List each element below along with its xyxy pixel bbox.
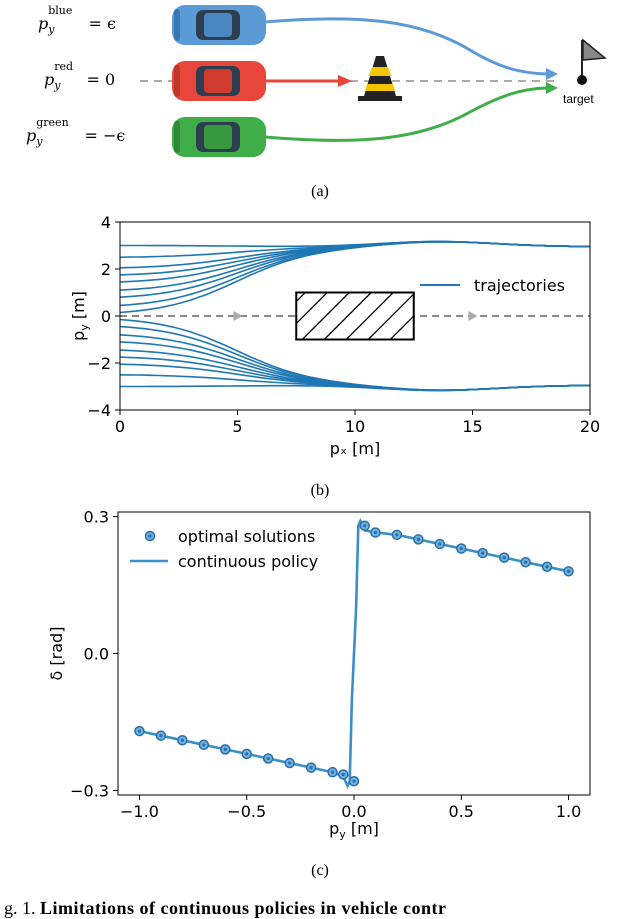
trajectory-line (120, 384, 591, 392)
blue-trajectory (264, 17, 547, 76)
hatch-line (345, 292, 394, 340)
optimal-solution-point-center (341, 772, 345, 777)
x-tick-label: 0.5 (449, 802, 474, 821)
y-tick-label: −0.3 (70, 781, 109, 800)
hatch-line (323, 292, 372, 340)
optimal-solution-point-center (245, 752, 249, 756)
optimal-solution-point-center (459, 546, 463, 551)
optimal-solution-point-center (545, 565, 549, 569)
legend-label: continuous policy (178, 552, 318, 571)
caption-b: (b) (310, 482, 330, 499)
optimal-solution-point-center (566, 569, 571, 573)
x-axis-label: pₓ [m] (330, 439, 380, 458)
caption-c: (c) (311, 862, 329, 879)
trajectory-line (120, 240, 591, 248)
optimal-solution-point-center (352, 779, 356, 783)
continuous-policy-line (139, 518, 569, 789)
optimal-solution-point-center (395, 533, 399, 537)
obstacle-hatch (296, 292, 414, 340)
hatch-line (301, 292, 350, 340)
optimal-solution-point-center (524, 560, 528, 564)
x-tick-label: 5 (232, 417, 242, 436)
target-label: target (563, 92, 594, 106)
x-tick-label: 10 (345, 417, 365, 436)
optimal-solution-point-center (502, 556, 506, 560)
y-tick-label: 2 (101, 260, 111, 279)
x-tick-label: −1.0 (120, 802, 159, 821)
y-tick-label: 4 (101, 213, 111, 232)
y-tick-label: −2 (87, 354, 111, 373)
optimal-solution-point-center (363, 524, 367, 528)
y-axis-label: δ [rad] (47, 627, 66, 681)
legend-label: optimal solutions (178, 527, 315, 546)
red-arrowhead (338, 75, 352, 87)
optimal-solution-point-center (330, 770, 335, 774)
figure-caption: g. 1. Limitations of continuous policies… (4, 898, 447, 918)
optimal-solution-point-center (438, 542, 442, 546)
reference-arrowhead (233, 311, 243, 321)
x-axis-label: py [m] (329, 819, 379, 841)
x-tick-label: 0 (115, 417, 125, 436)
hatch-line (367, 293, 414, 340)
x-tick-label: −0.5 (227, 802, 266, 821)
blue-arrowhead (546, 68, 558, 80)
optimal-solution-point-center (137, 729, 142, 733)
optimal-solution-point-center (309, 766, 313, 770)
reference-arrowhead (468, 311, 478, 321)
x-tick-label: 15 (462, 417, 482, 436)
optimal-solution-point-center (266, 756, 270, 761)
target-flag-icon (577, 38, 607, 85)
optimal-solution-point-center (180, 738, 184, 742)
optimal-solution-point-center (373, 530, 378, 535)
red-car (172, 61, 266, 101)
y-tick-label: −4 (87, 401, 111, 420)
x-tick-label: 0.0 (341, 802, 366, 821)
optimal-solution-point-center (223, 747, 227, 751)
green-trajectory (264, 86, 547, 142)
legend-marker-center (148, 534, 152, 538)
panel-a-diagram (140, 5, 607, 157)
legend-label: trajectories (474, 276, 565, 295)
obstacle-box (295, 291, 415, 341)
hatch-line (389, 315, 414, 340)
x-tick-label: 1.0 (556, 802, 581, 821)
caption-a: (a) (311, 183, 329, 200)
optimal-solution-point-center (416, 537, 420, 541)
y-tick-label: 0.0 (84, 645, 109, 664)
optimal-solution-point-center (159, 734, 163, 738)
hatch-line (296, 292, 306, 303)
green-arrowhead (546, 82, 558, 94)
y-tick-label: 0 (101, 307, 111, 326)
blue-car (172, 5, 266, 45)
optimal-solution-point-center (481, 551, 485, 555)
x-tick-label: 20 (580, 417, 600, 436)
traffic-cone-icon (358, 56, 402, 101)
hatch-line (296, 292, 328, 325)
optimal-solution-point-center (202, 743, 206, 747)
optimal-solution-point-center (288, 761, 292, 765)
green-car (172, 117, 266, 157)
y-tick-label: 0.3 (84, 508, 109, 527)
